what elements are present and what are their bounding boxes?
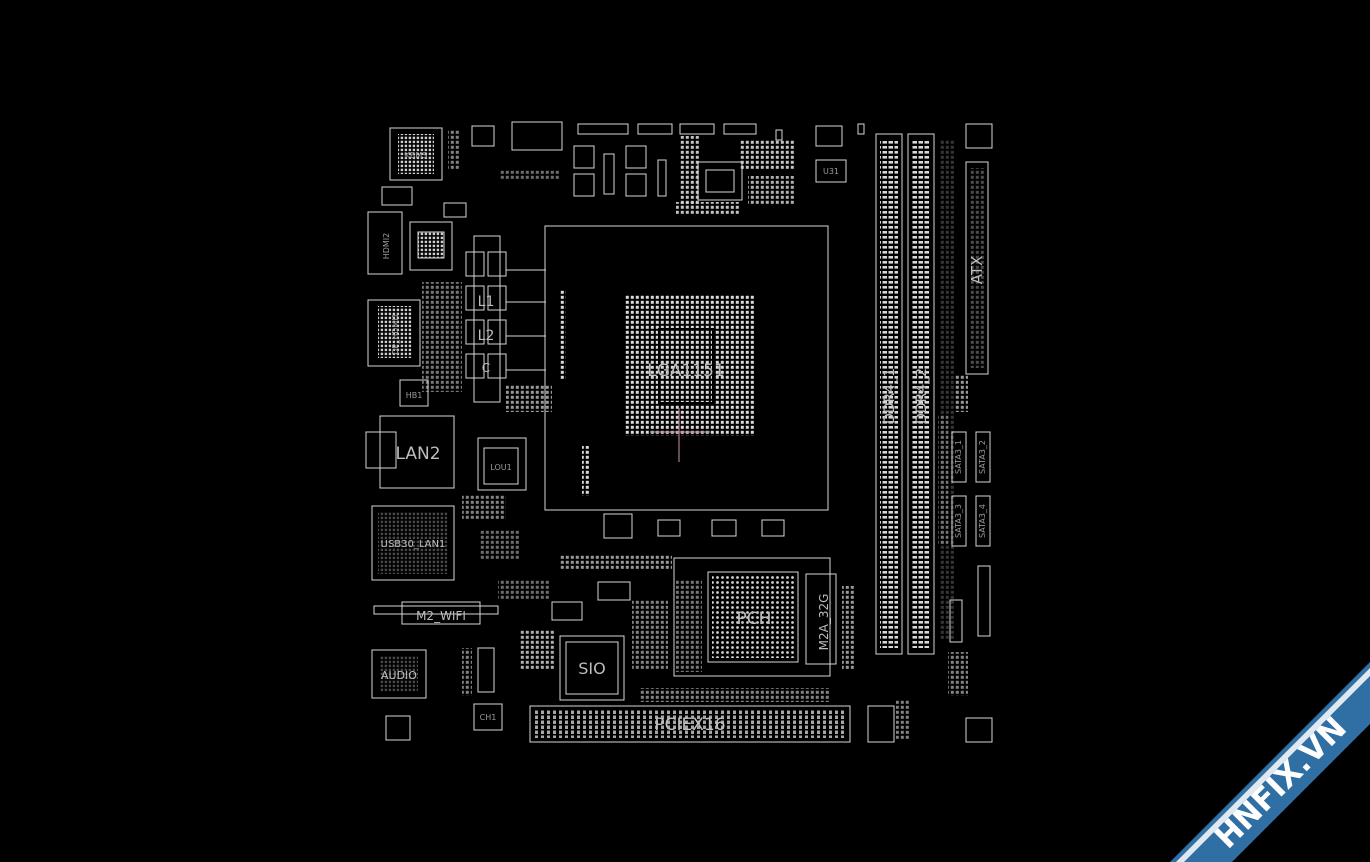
lou1-label: LOU1 (490, 463, 511, 472)
vrm-label-l2: L2 (478, 328, 495, 344)
hnfix-watermark: HNFIX.VN (1170, 662, 1370, 862)
m2-wifi-label: M2_WIFI (416, 609, 466, 623)
watermark-band-shape (1170, 662, 1370, 862)
dimm-slot-2[interactable] (907, 133, 935, 655)
sata4-label: SATA3_4 (978, 504, 987, 538)
sata3-label: SATA3_3 (954, 504, 963, 538)
pcie-label: PCIEX16 (654, 715, 725, 735)
vrm-label-c: C (482, 361, 490, 375)
dp-hdmi-label: DP_HDMI1 (391, 313, 400, 355)
vrm-label-l1: L1 (478, 294, 495, 310)
sata-port-3[interactable] (951, 495, 967, 547)
u31-chip[interactable] (815, 159, 847, 183)
atx-label: ATX (968, 256, 986, 285)
dimm-slot-1[interactable] (875, 133, 903, 655)
hdmi-connector[interactable] (367, 211, 403, 275)
m2-wifi-slot[interactable] (373, 605, 499, 615)
usb-lan-label: USB30_LAN1 (381, 539, 446, 550)
dimm2-label: DDR4_2 (914, 368, 930, 424)
sata-port-2[interactable] (975, 431, 991, 483)
lan-connector[interactable] (379, 415, 455, 489)
sio-chip[interactable] (559, 635, 625, 701)
sata1-label: SATA3_1 (954, 440, 963, 474)
kbms-label: KBMS (405, 151, 428, 160)
pcie-x16-slot[interactable] (529, 705, 851, 743)
usb-lan-connector[interactable] (371, 505, 455, 581)
sata2-label: SATA3_2 (978, 440, 987, 474)
sata-port-1[interactable] (951, 431, 967, 483)
ch1-label: CH1 (480, 713, 497, 722)
lou1-chip[interactable] (483, 447, 519, 485)
cpu-socket-label: LGA1151 (647, 361, 725, 381)
audio-connector[interactable] (371, 649, 427, 699)
pch-label: PCH (737, 609, 772, 629)
pch-chip-outline[interactable] (673, 557, 831, 677)
sio-label: SIO (578, 659, 605, 678)
dimm1-label: DDR4_1 (882, 368, 898, 424)
sata-port-4[interactable] (975, 495, 991, 547)
m2-slot-label: M2A_32G (817, 594, 831, 651)
hdmi-label: HDMI2 (382, 233, 391, 260)
audio-label: AUDIO (381, 669, 417, 682)
watermark-band: HNFIX.VN (1170, 662, 1370, 862)
watermark-band-edge (1176, 668, 1370, 862)
atx-power-connector[interactable] (965, 161, 989, 375)
hb1-label: HB1 (406, 391, 423, 400)
lan-label: LAN2 (395, 444, 440, 464)
u31-label: U31 (823, 167, 839, 176)
watermark-text: HNFIX.VN (1208, 710, 1354, 856)
ch1-chip[interactable] (473, 703, 503, 731)
kbms-connector[interactable] (389, 127, 443, 181)
hb1-chip[interactable] (399, 379, 429, 407)
dp-hdmi-connector[interactable] (367, 299, 421, 367)
cpu-socket-outline[interactable] (544, 225, 829, 511)
